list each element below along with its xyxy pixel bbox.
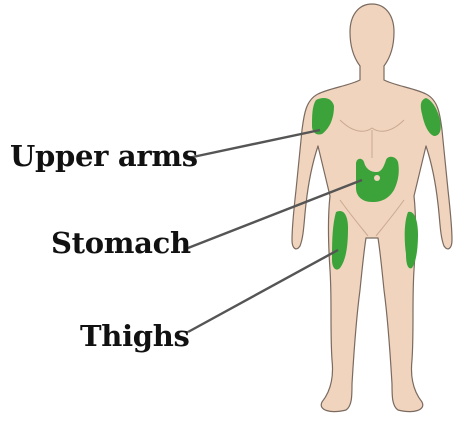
thighs-label: Thighs bbox=[80, 319, 190, 353]
body-silhouette bbox=[292, 4, 452, 412]
navel bbox=[374, 175, 380, 181]
thigh-site-right bbox=[405, 212, 418, 269]
upper-arms-label: Upper arms bbox=[10, 139, 198, 173]
thighs-leader-line bbox=[188, 250, 338, 332]
stomach-label: Stomach bbox=[51, 226, 191, 260]
